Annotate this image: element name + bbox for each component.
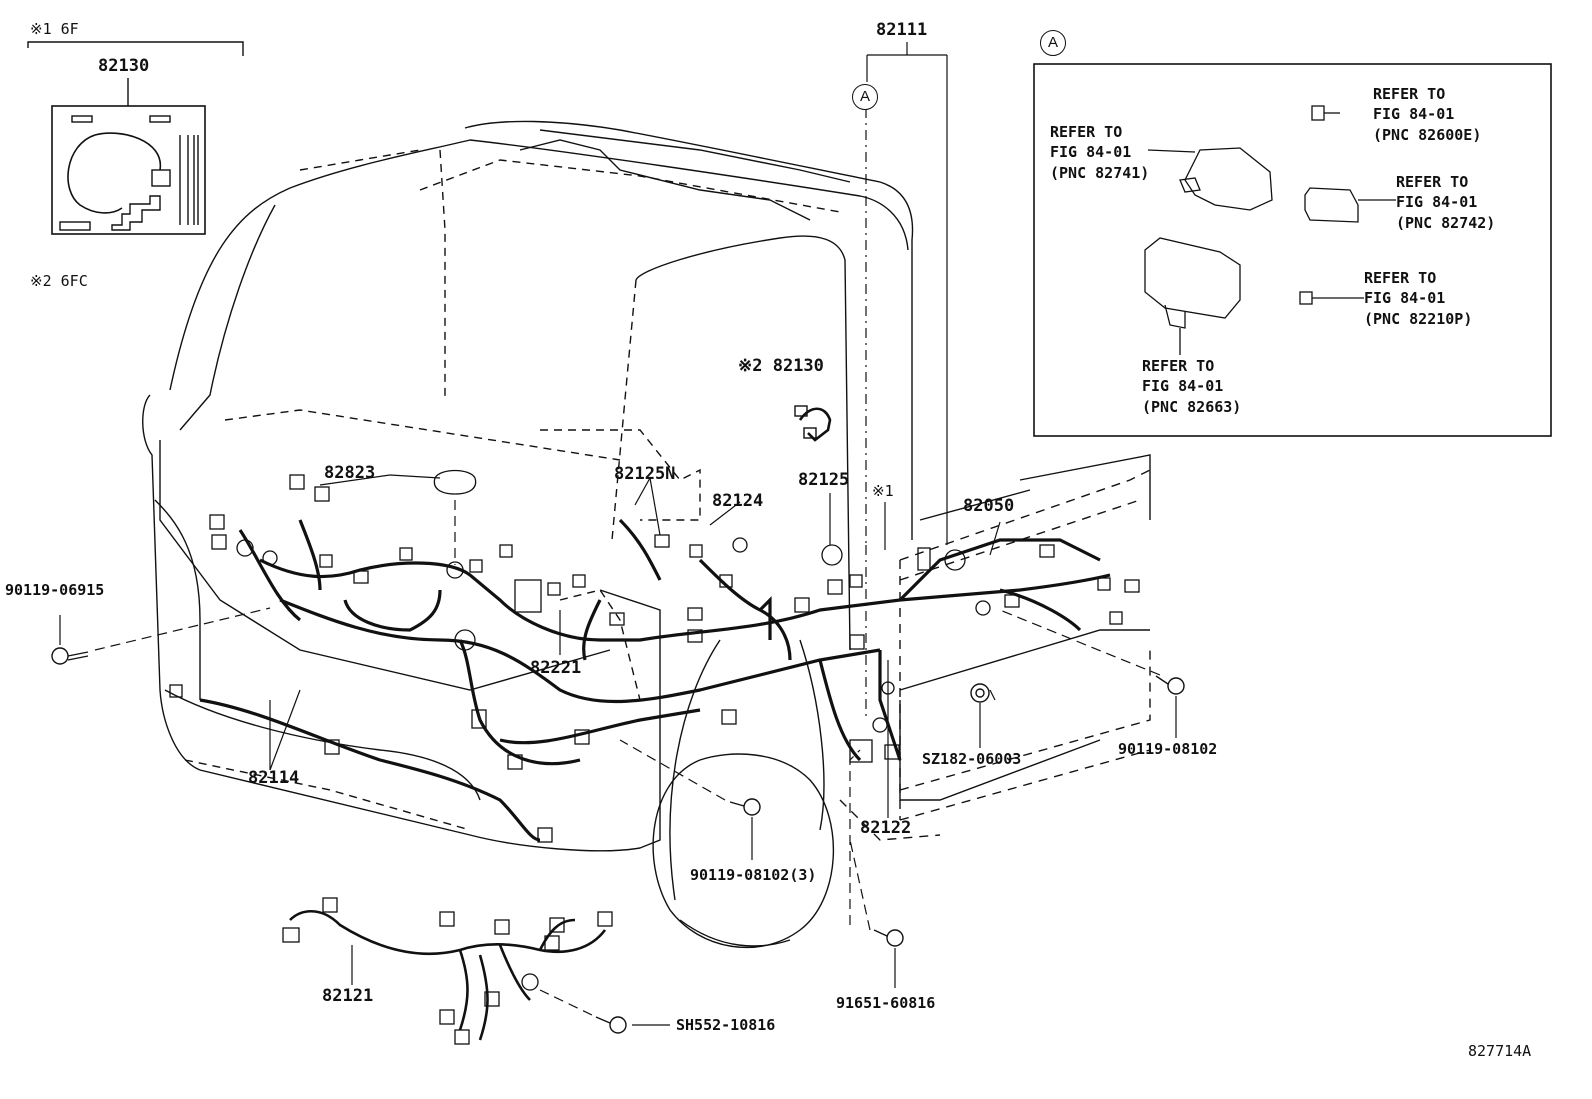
label-82125: 82125	[798, 470, 850, 490]
ref-line: (PNC 82663)	[1142, 397, 1242, 416]
ref-82663: REFER TO FIG 84-01 (PNC 82663)	[1142, 356, 1241, 417]
front-wheel	[652, 639, 835, 949]
clip-SZ182	[970, 683, 990, 703]
bolt-SH552	[595, 1016, 627, 1034]
label-SH552-10816: SH552-10816	[676, 1016, 776, 1034]
inset-box-82130	[51, 105, 206, 235]
ref-line: FIG 84-01	[1373, 105, 1455, 124]
bolt-90119-08102-3	[729, 798, 761, 816]
ref-line: (PNC 82741)	[1050, 163, 1150, 182]
ref-line: (PNC 82742)	[1396, 213, 1496, 232]
inset-bracket	[27, 41, 244, 56]
bolt-90119-08102	[1155, 675, 1185, 695]
ref-line: REFER TO	[1142, 357, 1215, 375]
ref-82210P: REFER TO FIG 84-01 (PNC 82210P)	[1364, 268, 1472, 329]
ref-line: FIG 84-01	[1142, 377, 1224, 396]
ref-82600E: REFER TO FIG 84-01 (PNC 82600E)	[1373, 84, 1481, 145]
callout-a-harness: A	[852, 84, 878, 110]
label-82124: 82124	[712, 491, 764, 511]
ref-line: REFER TO	[1396, 173, 1469, 191]
note-6f: ※1 6F	[30, 20, 79, 38]
label-90119-08102-3: 90119-08102(3)	[690, 866, 817, 884]
grommet-82823	[433, 469, 477, 495]
harness-connectors	[169, 469, 1140, 843]
label-82130: 82130	[98, 56, 150, 76]
ref-line: FIG 84-01	[1364, 289, 1446, 308]
ref-line: FIG 84-01	[1050, 143, 1132, 162]
ref-line: REFER TO	[1050, 123, 1123, 141]
figure-id: 827714A	[1468, 1042, 1532, 1060]
detail-a-components	[1144, 105, 1396, 355]
chassis-rail	[899, 454, 1151, 801]
label-82114: 82114	[248, 768, 300, 788]
label-82823: 82823	[324, 463, 376, 483]
label-SZ182-06003: SZ182-06003	[922, 750, 1022, 768]
ref-line: (PNC 82600E)	[1373, 125, 1482, 144]
ref-82741: REFER TO FIG 84-01 (PNC 82741)	[1050, 122, 1149, 183]
note-6fc: ※2 6FC	[30, 272, 88, 290]
ref-line: FIG 84-01	[1396, 193, 1478, 212]
ref-line: (PNC 82210P)	[1364, 309, 1473, 328]
callout-a-detail: A	[1040, 30, 1066, 56]
label-90119-06915: 90119-06915	[5, 581, 105, 599]
detail-a-box	[1033, 63, 1552, 437]
label-82050: 82050	[963, 496, 1015, 516]
note-1: ※1	[872, 482, 894, 500]
ref-line: REFER TO	[1364, 269, 1437, 287]
label-82221: 82221	[530, 658, 582, 678]
leader-lines	[59, 42, 1177, 1026]
label-91651-60816: 91651-60816	[836, 994, 936, 1012]
label-82121: 82121	[322, 986, 374, 1006]
engine-room-harness	[199, 518, 1111, 842]
label-82111: 82111	[876, 20, 928, 40]
bolt-90119-06915	[51, 647, 89, 665]
ref-line: REFER TO	[1373, 85, 1446, 103]
truck-cab-outline	[142, 120, 914, 852]
harness-82121	[289, 909, 607, 1041]
label-82122: 82122	[860, 818, 912, 838]
bolt-91651	[873, 929, 904, 947]
label-82130-alt: ※2 82130	[738, 356, 824, 376]
harness-82130-alt	[798, 407, 832, 442]
label-82125N: 82125N	[614, 464, 676, 484]
label-90119-08102: 90119-08102	[1118, 740, 1218, 758]
ref-82742: REFER TO FIG 84-01 (PNC 82742)	[1396, 172, 1495, 233]
bolts	[51, 647, 1185, 1034]
chassis-frame	[839, 469, 1151, 841]
